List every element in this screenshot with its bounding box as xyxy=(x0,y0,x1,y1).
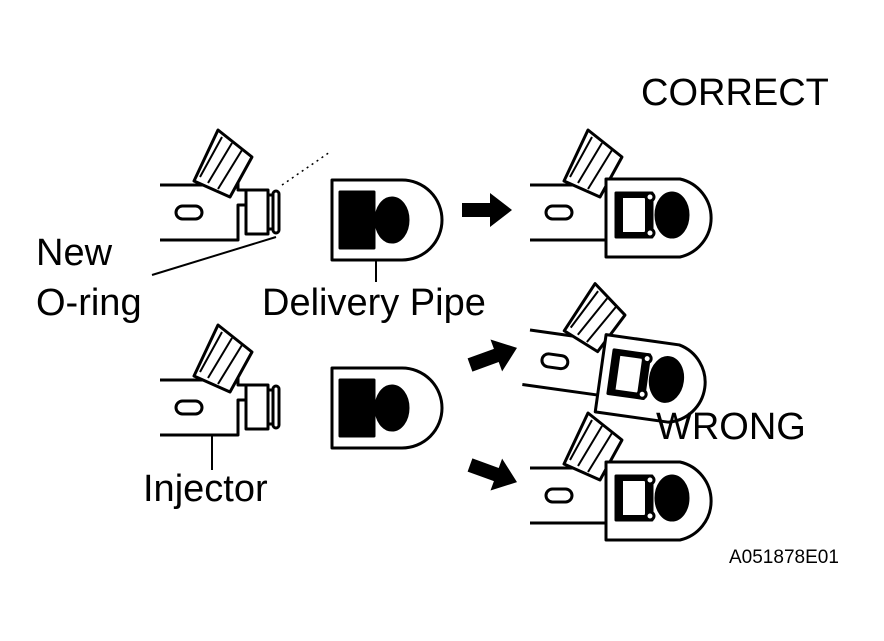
oring-dotted-leader xyxy=(281,151,331,186)
assembly-correct xyxy=(528,128,713,259)
new-oring-leader xyxy=(151,236,277,276)
delivery-pipe-label: Delivery Pipe xyxy=(262,282,486,324)
injector-bottom xyxy=(158,323,281,437)
injector-label: Injector xyxy=(143,468,268,510)
delivery-pipe-bottom xyxy=(330,366,444,450)
arrow-correct-icon xyxy=(462,193,512,227)
figure-code: A051878E01 xyxy=(729,547,839,568)
delivery-pipe-top xyxy=(330,178,444,262)
new-oring-label-line2: O-ring xyxy=(36,282,142,324)
wrong-label: WRONG xyxy=(656,406,806,448)
correct-label: CORRECT xyxy=(641,72,829,114)
assembly-wrong-upper xyxy=(518,274,719,429)
new-oring-label-line1: New xyxy=(36,232,113,274)
arrow-wrong-lower-icon xyxy=(464,449,523,499)
arrow-wrong-upper-icon xyxy=(464,331,523,381)
injector-top xyxy=(158,128,281,242)
